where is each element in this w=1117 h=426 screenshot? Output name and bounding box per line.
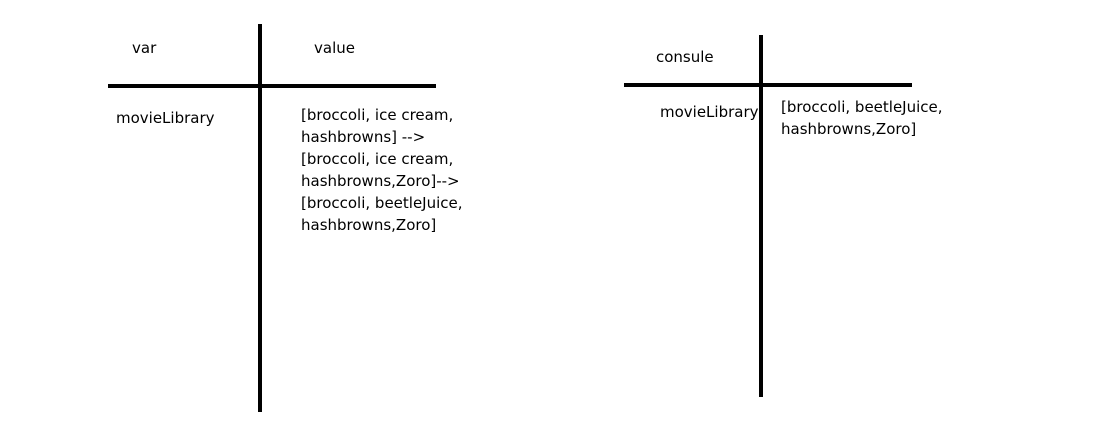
left-row-value-line: hashbrowns,Zoro]-->	[301, 172, 460, 190]
left-row-value-line: [broccoli, beetleJuice,	[301, 194, 463, 212]
left-row-value-line: [broccoli, ice cream,	[301, 150, 454, 168]
right-row-value-line: hashbrowns,Zoro]	[781, 120, 917, 138]
left-row-value: [broccoli, ice cream, hashbrowns] --> [b…	[301, 104, 463, 236]
left-row-value-line: [broccoli, ice cream,	[301, 106, 454, 124]
left-row-value-line: hashbrowns] -->	[301, 128, 426, 146]
right-table-horizontal-line	[624, 83, 912, 87]
left-header-var: var	[132, 39, 157, 57]
left-row-var: movieLibrary	[116, 109, 215, 127]
right-row-var: movieLibrary	[660, 103, 759, 121]
left-header-value: value	[314, 39, 355, 57]
left-row-value-line: hashbrowns,Zoro]	[301, 216, 437, 234]
right-row-value: [broccoli, beetleJuice, hashbrowns,Zoro]	[781, 96, 943, 140]
right-table-vertical-line	[759, 35, 763, 397]
left-table-vertical-line	[258, 24, 262, 412]
right-header-consule: consule	[656, 48, 714, 66]
right-row-value-line: [broccoli, beetleJuice,	[781, 98, 943, 116]
left-table-horizontal-line	[108, 84, 436, 88]
